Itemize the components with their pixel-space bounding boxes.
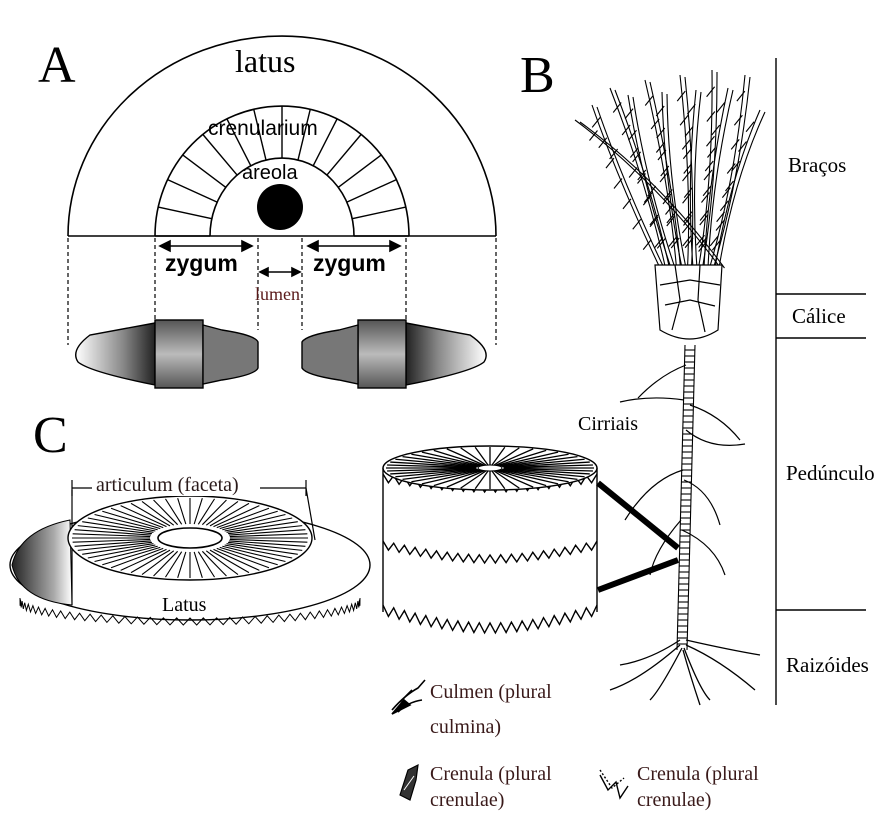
suture-middle (383, 541, 597, 563)
crinoid-calyx (655, 265, 722, 339)
legend: Culmen (plural culmina) Crenula (plural … (392, 680, 759, 811)
crenularium-label: crenularium (208, 117, 318, 140)
cirriais-label: Cirriais (578, 413, 638, 435)
column-top-face (383, 446, 597, 490)
bracos-label: Braços (788, 153, 846, 177)
zygum-left-label: zygum (165, 250, 238, 276)
crenula-icon-b (600, 770, 628, 798)
cirri (620, 365, 745, 575)
panel-c-letter: C (33, 407, 68, 464)
crenula-b-label-line2: crenulae) (637, 789, 711, 811)
latus-c-label: Latus (162, 594, 207, 616)
latus-label: latus (235, 43, 295, 79)
culmen-label-line1: Culmen (plural (430, 681, 552, 703)
panel-c: C articulum (faceta) Latus (10, 407, 678, 633)
crenula-a-label-line1: Crenula (plural (430, 763, 552, 785)
suture-bottom (383, 605, 597, 633)
disc-shade (12, 520, 72, 605)
crenula-a-label-line2: crenulae) (430, 789, 504, 811)
ossicle-profile (76, 320, 486, 388)
zoom-connectors (598, 483, 678, 590)
crenula-b-label-line1: Crenula (plural (637, 763, 759, 785)
facet-lumen (158, 528, 222, 548)
pedunculo-label: Pedúnculo (786, 461, 875, 485)
panel-a-letter: A (38, 37, 76, 94)
crinoid-arms (575, 70, 765, 268)
culmen-icon (392, 680, 425, 714)
panel-b: B (520, 47, 875, 705)
crinoid-stem (677, 345, 695, 650)
culmen-label-line2: culmina) (430, 716, 501, 738)
raizoides-holdfast (610, 640, 760, 705)
panel-a: A latus crenularium areola (38, 36, 496, 388)
calice-label: Cálice (792, 304, 846, 328)
zygum-right-label: zygum (313, 250, 386, 276)
areola-label: areola (242, 162, 298, 184)
raizoides-label: Raizóides (786, 653, 869, 677)
articulum-label: articulum (faceta) (96, 474, 239, 496)
column-segment (383, 468, 597, 633)
lumen-hole (257, 184, 303, 230)
panel-b-letter: B (520, 47, 555, 104)
crenula-icon-a (400, 765, 418, 800)
lumen-label: lumen (255, 284, 300, 304)
